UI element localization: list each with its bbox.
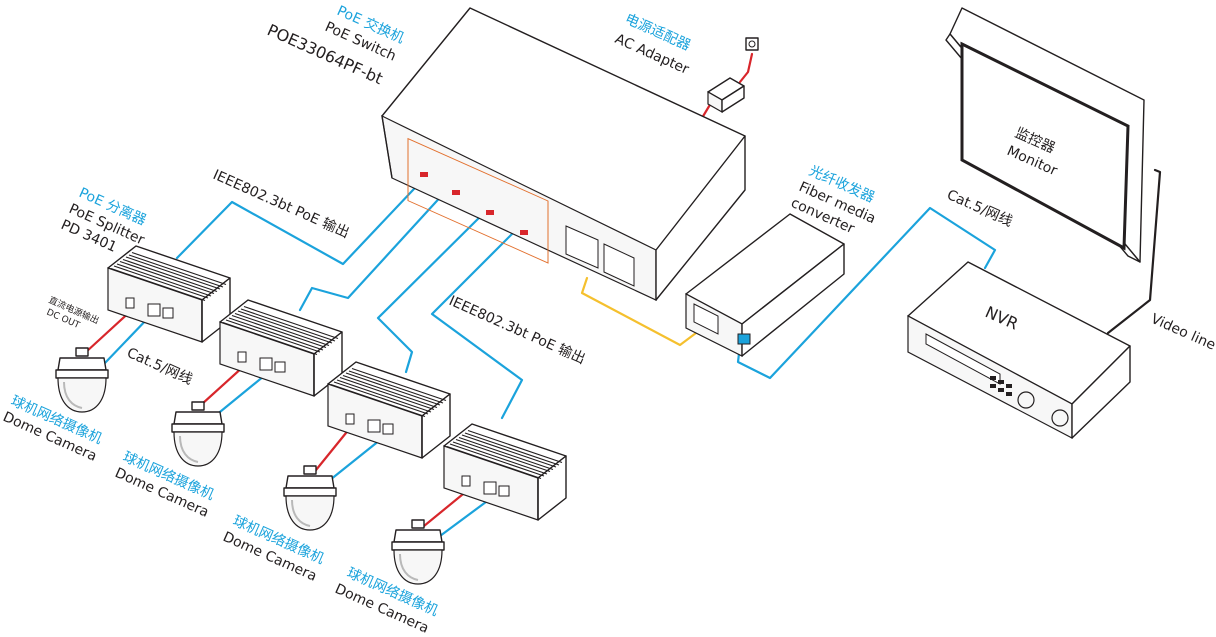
poe-output-label-mid: IEEE802.3bt PoE 输出: [446, 293, 587, 368]
monitor: [945, 7, 1145, 263]
poe-splitter-3: [327, 361, 451, 459]
dome-camera-2: [171, 401, 225, 467]
dome-camera-1: [55, 347, 109, 413]
video-line-label: Video line: [1148, 311, 1216, 354]
ac-adapter: [707, 37, 759, 114]
poe-cable-3: [376, 201, 496, 374]
nvr: [907, 261, 1131, 439]
poe-splitter-2: [219, 299, 343, 397]
fiber-media-converter: [685, 213, 845, 357]
poe-switch: [381, 7, 746, 301]
dome-camera-4: [391, 519, 445, 585]
adapter-wall-cord: [738, 52, 754, 84]
cat5-nvr-cable: [736, 206, 997, 380]
video-line-cable: [1106, 168, 1162, 335]
splitter-camera-wires: [84, 306, 496, 538]
fiber-cable: [580, 276, 702, 347]
poe-cable-1: [175, 170, 432, 266]
poe-cable-2: [298, 178, 458, 312]
poe-cable-4: [430, 220, 526, 420]
poe-splitter-4: [443, 423, 567, 521]
cat5-label-splitter: Cat.5/网线: [124, 345, 194, 388]
dome-camera-3: [283, 465, 337, 531]
poe-splitter-1: [107, 245, 231, 343]
